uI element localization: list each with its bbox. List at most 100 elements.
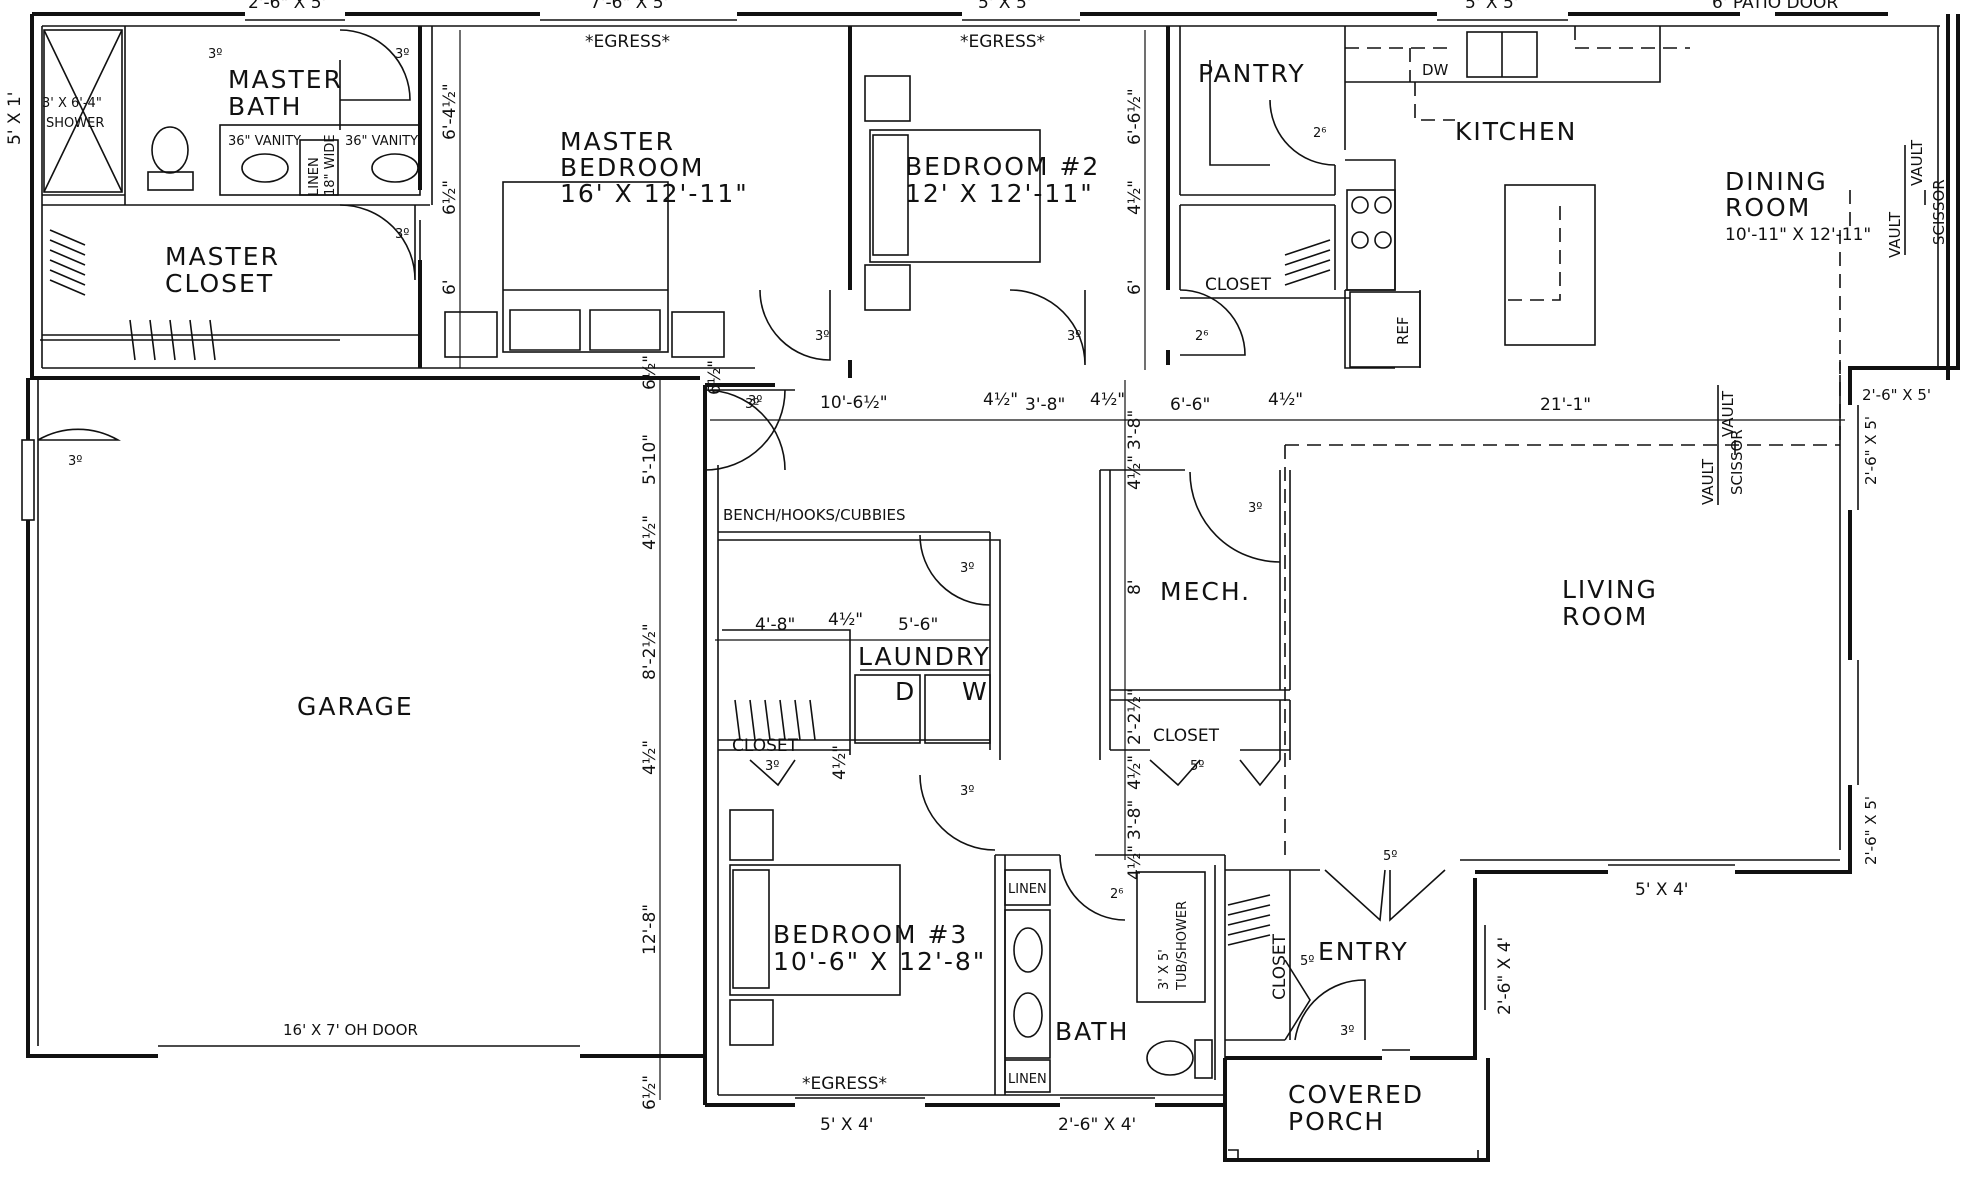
bath-sink-2 (1013, 992, 1043, 1038)
toilet-bath (1146, 1040, 1194, 1076)
dim-laundry-a: 4'-8" (755, 615, 795, 635)
door-label-1: 3º (208, 47, 222, 62)
island-overhang (1508, 200, 1561, 301)
label-linen-master-1: LINEN (307, 157, 322, 196)
dim-h1: 10'-6½" (820, 393, 888, 413)
master-bedroom-walls (418, 26, 852, 378)
label-window-left: 5' X 1' (5, 92, 25, 145)
label-kitchen: KITCHEN (1455, 117, 1577, 146)
dim-v-c1: 6½" (705, 360, 725, 395)
label-bedroom2-1: BEDROOM #2 (905, 152, 1100, 181)
dim-v-m4: 2'-2½" (1125, 688, 1145, 745)
label-tub-1: 3' X 5' (1157, 949, 1172, 990)
door-label-7: 2⁶ (1313, 126, 1326, 141)
dim-v-m6: 3'-8" (1125, 800, 1145, 840)
door-swing-mech (1189, 471, 1281, 563)
dim-v-g1: 6½" (640, 355, 660, 390)
label-pantry: PANTRY (1198, 59, 1306, 88)
label-linen-bottom: LINEN (1008, 1072, 1047, 1087)
window-front-glazing (1460, 859, 1840, 866)
tub (1136, 871, 1206, 1003)
label-vault-living-2: VAULT (1719, 390, 1737, 437)
door-label-14: 5º (1190, 759, 1204, 774)
toilet-bath-tank (1194, 1039, 1213, 1079)
door-swing-hall (704, 389, 795, 471)
label-window-top-4: 5' X 5' (1465, 0, 1518, 13)
bed-2 (869, 129, 1041, 263)
label-egress-3: *EGRESS* (802, 1074, 887, 1094)
dim-h5: 6'-6" (1170, 395, 1210, 415)
hall-walls (703, 383, 775, 465)
dim-v-g2: 5'-10" (640, 434, 660, 485)
laundry-walls (718, 531, 1001, 760)
label-closet-laundry: CLOSET (732, 736, 799, 756)
label-window-top-1: 2'-6" X 5' (248, 0, 326, 13)
label-bench: BENCH/HOOKS/CUBBIES (723, 506, 906, 524)
door-label-17: 5º (1300, 954, 1314, 969)
door-label-8: 3º (745, 397, 759, 412)
door-swing-mech-closet (1149, 759, 1281, 787)
label-dryer: D (895, 677, 916, 706)
label-closet-entry: CLOSET (1270, 933, 1290, 1000)
label-living-2: ROOM (1562, 602, 1648, 631)
burner-1 (1351, 196, 1369, 214)
label-porch-1: COVERED (1288, 1080, 1424, 1109)
door-swing-pantry (1269, 99, 1336, 166)
dim-v-mb2: 6½" (440, 180, 460, 215)
label-window-bath: 2'-6" X 4' (1058, 1115, 1136, 1135)
shower-glass (43, 29, 123, 193)
wall-front-entry (1225, 878, 1477, 1060)
porch-posts (1228, 1149, 1479, 1160)
label-window-top-3: 5' X 5' (978, 0, 1031, 13)
label-patio-door: 6' PATIO DOOR (1712, 0, 1838, 13)
label-vanity-1: 36" VANITY (228, 134, 301, 149)
dim-v-m1: 3'-8" (1125, 410, 1145, 450)
label-dining-2: ROOM (1725, 193, 1811, 222)
door-label-10: 3º (960, 561, 974, 576)
door-label-11: 3º (1248, 501, 1262, 516)
label-shower-2: SHOWER (46, 116, 104, 131)
living-boundary (1284, 360, 1841, 860)
dim-h2: 4½" (983, 390, 1018, 410)
door-label-19: 3º (748, 394, 762, 409)
closet-rod-master (49, 229, 216, 361)
label-washer: W (962, 677, 989, 706)
dim-h3: 3'-8" (1025, 395, 1065, 415)
dimension-labels: 10'-6½" 4½" 3'-8" 4½" 6'-6" 4½" 21'-1" 4… (440, 83, 1591, 1110)
door-swing-bath (1059, 854, 1126, 921)
door-swing-bed2 (1009, 289, 1086, 366)
door-swing-garage-side (37, 428, 121, 441)
dim-v-g6: 12'-8" (640, 904, 660, 955)
fixtures (21, 29, 1538, 1093)
dim-v-g3: 4½" (640, 515, 660, 550)
dim-v-b2a: 6'-6½" (1125, 88, 1145, 145)
label-master-bath-2: BATH (228, 92, 302, 121)
label-bedroom3-1: BEDROOM #3 (773, 920, 968, 949)
walls (26, 12, 1960, 1162)
window-right-glazing (1839, 375, 1859, 850)
window-labels: 2'-6" X 5' 7'-6" X 5' 5' X 5' 5' X 5' 6'… (5, 0, 1931, 1135)
label-master-closet-1: MASTER (165, 242, 280, 271)
wall-right-living (1848, 14, 1960, 850)
label-garage-door: 16' X 7' OH DOOR (283, 1021, 418, 1039)
dim-v-mb3: 6' (440, 280, 460, 296)
label-egress-1: *EGRESS* (585, 32, 670, 52)
door-label-5: 3º (1067, 329, 1081, 344)
label-master-bedroom-1: MASTER (560, 127, 675, 156)
label-linen-master-2: 18" WIDE (323, 134, 338, 196)
label-porch-2: PORCH (1288, 1107, 1385, 1136)
window-entry-glazing (1382, 925, 1486, 1051)
bed-2-pillows (872, 134, 909, 256)
closet-rod-kitchen (1284, 239, 1331, 286)
door-label-9: 3º (68, 454, 82, 469)
room-labels: MASTER BATH MASTER BEDROOM 16' X 12'-11"… (165, 59, 1871, 1136)
label-scissor-dining: SCISSOR (1930, 179, 1948, 245)
door-label-3: 3º (395, 227, 409, 242)
bed-3 (729, 864, 901, 996)
door-label-16: 5º (1383, 849, 1397, 864)
door-swing-master-bed (759, 289, 831, 361)
door-swing-front (1294, 979, 1366, 1041)
door-swing-laundry (919, 534, 991, 606)
dryer-box (854, 674, 921, 744)
sink-1 (241, 153, 289, 183)
